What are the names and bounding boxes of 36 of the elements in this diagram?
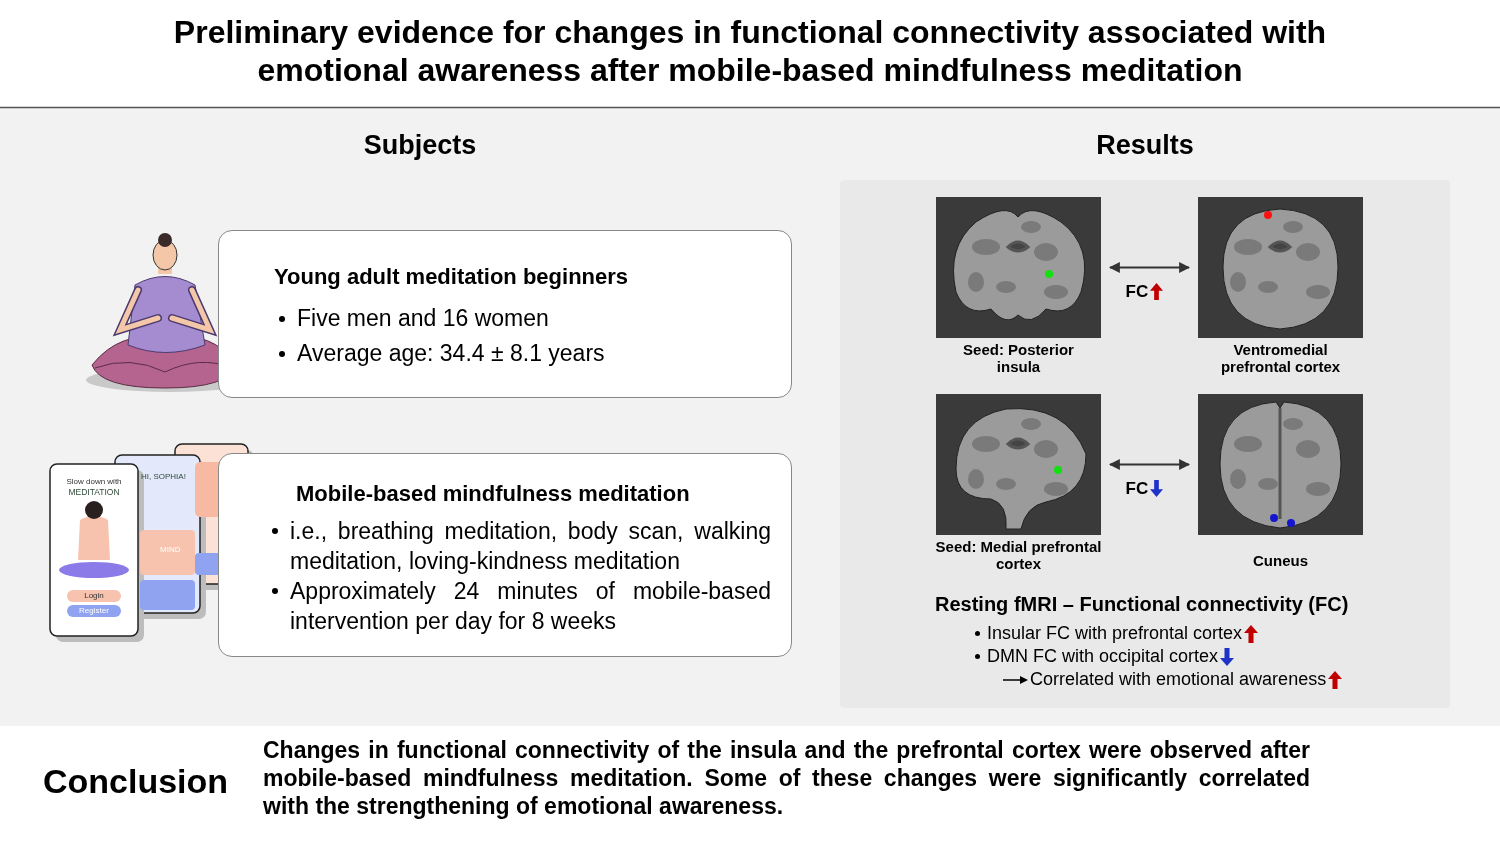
app-screen-text: Slow down with: [65, 477, 123, 487]
brain-scan-image: [1198, 394, 1363, 535]
double-headed-arrow: [1108, 262, 1191, 273]
info-card: [218, 230, 792, 398]
section-heading: Conclusion: [43, 762, 230, 801]
bullet-item: Correlated with emotional awareness: [1030, 669, 1327, 690]
bullet-item: i.e., breathing meditation, body scan, walking meditation, loving-kindness meditation: [290, 517, 771, 576]
app-screen-text: MIND: [160, 545, 182, 554]
panel-heading: Resting fMRI – Functional connectivity (FC): [935, 593, 1349, 616]
image-caption: Cuneus: [1252, 552, 1309, 569]
double-headed-arrow: [1108, 459, 1191, 470]
title: Preliminary evidence for changes in functional connectivity associated with emotional awareness after mobile-based mindfulness meditation: [172, 13, 1328, 89]
app-screen-text: Register: [78, 605, 110, 617]
image-caption: Seed: Posterior insula: [962, 341, 1075, 375]
brain-scan-image: [936, 394, 1101, 535]
card-heading: Mobile-based mindfulness meditation: [296, 480, 691, 508]
image-caption: Seed: Medial prefrontal cortex: [934, 538, 1103, 572]
bullet-item: Approximately 24 minutes of mobile-based intervention per day for 8 weeks: [290, 577, 771, 636]
brain-scan-image: [1198, 197, 1363, 338]
bullet-item: Average age: 34.4 ± 8.1 years: [297, 339, 606, 368]
image-caption: Ventromedial prefrontal cortex: [1219, 341, 1342, 375]
bullet-item: Insular FC with prefrontal cortex: [987, 623, 1243, 644]
app-screen-text: MEDITATION: [67, 487, 121, 498]
brain-scan-image: [936, 197, 1101, 338]
conclusion-text: Changes in functional connectivity of the insula and the prefrontal cortex were observed after mobile-based mindfulness meditation. Some of these changes were significantly correlated with the strengthening of emotional awareness.: [263, 736, 1310, 820]
edge-label: FC: [1125, 478, 1149, 499]
info-card: [218, 453, 792, 657]
app-screen-text: Login: [83, 590, 105, 602]
card-heading: Young adult meditation beginners: [274, 263, 630, 291]
bullet-item: DMN FC with occipital cortex: [987, 646, 1219, 667]
bullet-item: Five men and 16 women: [297, 304, 550, 333]
results-panel: [840, 180, 1450, 708]
edge-label: FC: [1125, 281, 1149, 302]
section-heading: Subjects: [362, 130, 478, 161]
section-heading: Results: [1095, 130, 1195, 161]
app-screen-text: HI, SOPHIA!: [141, 472, 187, 481]
